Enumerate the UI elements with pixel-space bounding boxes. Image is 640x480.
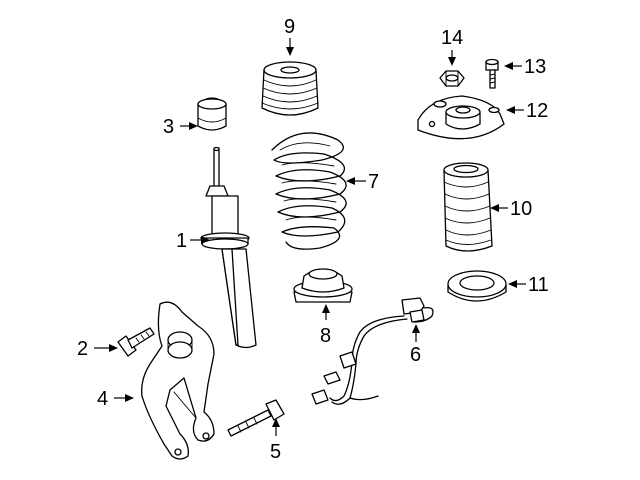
callout-number: 7 bbox=[368, 171, 379, 193]
callout-number: 8 bbox=[320, 325, 331, 347]
callout-number: 4 bbox=[97, 388, 108, 410]
callout-3: 3 bbox=[163, 116, 198, 138]
callout-2: 2 bbox=[77, 338, 118, 360]
callout-number: 2 bbox=[77, 338, 88, 360]
part-10-dust-boot[interactable] bbox=[443, 162, 493, 252]
part-1-shock-absorber[interactable] bbox=[200, 146, 257, 349]
callout-8: 8 bbox=[320, 304, 331, 347]
callout-14: 14 bbox=[441, 27, 463, 66]
part-3-strut-bushing[interactable] bbox=[197, 97, 227, 131]
callout-1: 1 bbox=[176, 230, 210, 252]
part-13-bolt[interactable] bbox=[485, 58, 499, 89]
callout-6: 6 bbox=[410, 324, 421, 366]
callout-number: 1 bbox=[176, 230, 187, 252]
part-4-knuckle[interactable] bbox=[141, 301, 215, 460]
callout-5: 5 bbox=[270, 418, 281, 463]
part-8-spring-seat[interactable] bbox=[293, 268, 353, 303]
callout-7: 7 bbox=[346, 171, 379, 193]
part-6-wheel-speed-sensor[interactable] bbox=[311, 297, 434, 405]
callout-number: 9 bbox=[284, 16, 295, 38]
part-12-strut-mount[interactable] bbox=[417, 95, 505, 140]
callout-number: 14 bbox=[441, 27, 463, 49]
part-11-insulator-ring[interactable] bbox=[447, 270, 507, 302]
callout-4: 4 bbox=[97, 388, 134, 410]
callout-11: 11 bbox=[508, 274, 549, 296]
callout-12: 12 bbox=[506, 100, 548, 122]
callout-9: 9 bbox=[284, 16, 295, 56]
callout-number: 12 bbox=[526, 100, 548, 122]
callout-number: 6 bbox=[410, 344, 421, 366]
part-9-jounce-bumper[interactable] bbox=[261, 61, 319, 116]
callout-13: 13 bbox=[504, 56, 546, 78]
callout-number: 5 bbox=[270, 441, 281, 463]
callout-10: 10 bbox=[490, 198, 532, 220]
callout-number: 10 bbox=[510, 198, 532, 220]
callout-number: 13 bbox=[524, 56, 546, 78]
part-14-nut[interactable] bbox=[439, 70, 465, 87]
callout-number: 3 bbox=[163, 116, 174, 138]
part-5-long-bolt[interactable] bbox=[227, 399, 285, 437]
part-7-coil-spring[interactable] bbox=[271, 132, 347, 250]
callout-number: 11 bbox=[528, 274, 549, 296]
part-2-bolt[interactable] bbox=[117, 327, 155, 357]
